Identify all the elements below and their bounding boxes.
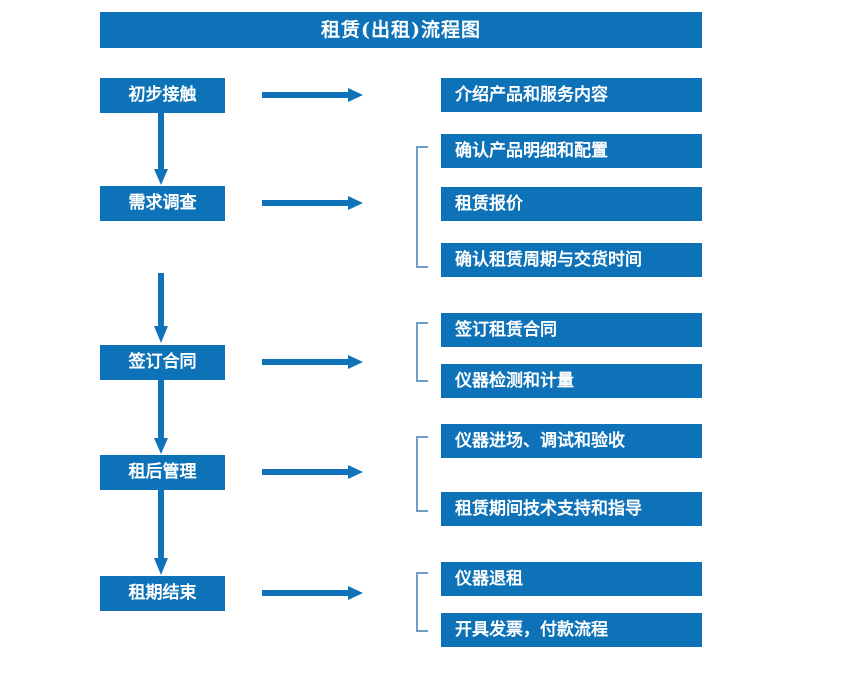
- group-bracket-icon-1: [415, 146, 429, 268]
- detail-node-7[interactable]: 仪器进场、调试和验收: [441, 424, 702, 458]
- detail-node-1[interactable]: 介绍产品和服务内容: [441, 78, 702, 112]
- stage-node-1-label: 初步接触: [128, 85, 197, 105]
- horizontal-arrow-icon-2: [262, 192, 364, 214]
- detail-node-5[interactable]: 签订租赁合同: [441, 313, 702, 347]
- vertical-arrow-icon-3: [150, 380, 172, 455]
- detail-node-4[interactable]: 确认租赁周期与交货时间: [441, 243, 702, 277]
- stage-node-3[interactable]: 签订合同: [100, 345, 225, 380]
- vertical-arrow-icon-4: [150, 490, 172, 576]
- vertical-arrow-icon-1: [150, 113, 172, 186]
- group-bracket-icon-4: [415, 572, 429, 632]
- detail-node-6[interactable]: 仪器检测和计量: [441, 364, 702, 398]
- detail-node-9[interactable]: 仪器退租: [441, 562, 702, 596]
- detail-node-7-label: 仪器进场、调试和验收: [455, 430, 625, 451]
- stage-node-5[interactable]: 租期结束: [100, 576, 225, 611]
- detail-node-2[interactable]: 确认产品明细和配置: [441, 134, 702, 168]
- group-bracket-icon-3: [415, 436, 429, 512]
- horizontal-arrow-icon-3: [262, 351, 364, 373]
- horizontal-arrow-icon-5: [262, 582, 364, 604]
- detail-node-6-label: 仪器检测和计量: [455, 370, 574, 391]
- detail-node-5-label: 签订租赁合同: [455, 319, 557, 340]
- horizontal-arrow-icon-4: [262, 461, 364, 483]
- stage-node-4[interactable]: 租后管理: [100, 455, 225, 490]
- stage-node-1[interactable]: 初步接触: [100, 78, 225, 113]
- detail-node-1-label: 介绍产品和服务内容: [455, 84, 608, 105]
- detail-node-8[interactable]: 租赁期间技术支持和指导: [441, 492, 702, 526]
- stage-node-2[interactable]: 需求调查: [100, 186, 225, 221]
- detail-node-9-label: 仪器退租: [455, 568, 523, 589]
- stage-node-3-label: 签订合同: [128, 352, 197, 372]
- detail-node-8-label: 租赁期间技术支持和指导: [455, 498, 642, 519]
- diagram-title-bar: 租赁(出租)流程图: [100, 12, 702, 48]
- stage-node-2-label: 需求调查: [128, 193, 197, 213]
- detail-node-3-label: 租赁报价: [455, 193, 523, 214]
- diagram-title: 租赁(出租)流程图: [321, 18, 481, 41]
- detail-node-3[interactable]: 租赁报价: [441, 187, 702, 221]
- horizontal-arrow-icon-1: [262, 84, 364, 106]
- detail-node-2-label: 确认产品明细和配置: [455, 140, 608, 161]
- stage-node-4-label: 租后管理: [128, 462, 197, 482]
- vertical-arrow-icon-2: [150, 221, 172, 345]
- detail-node-10[interactable]: 开具发票，付款流程: [441, 613, 702, 647]
- group-bracket-icon-2: [415, 322, 429, 382]
- stage-node-5-label: 租期结束: [128, 583, 197, 603]
- detail-node-10-label: 开具发票，付款流程: [455, 619, 608, 640]
- detail-node-4-label: 确认租赁周期与交货时间: [455, 249, 642, 270]
